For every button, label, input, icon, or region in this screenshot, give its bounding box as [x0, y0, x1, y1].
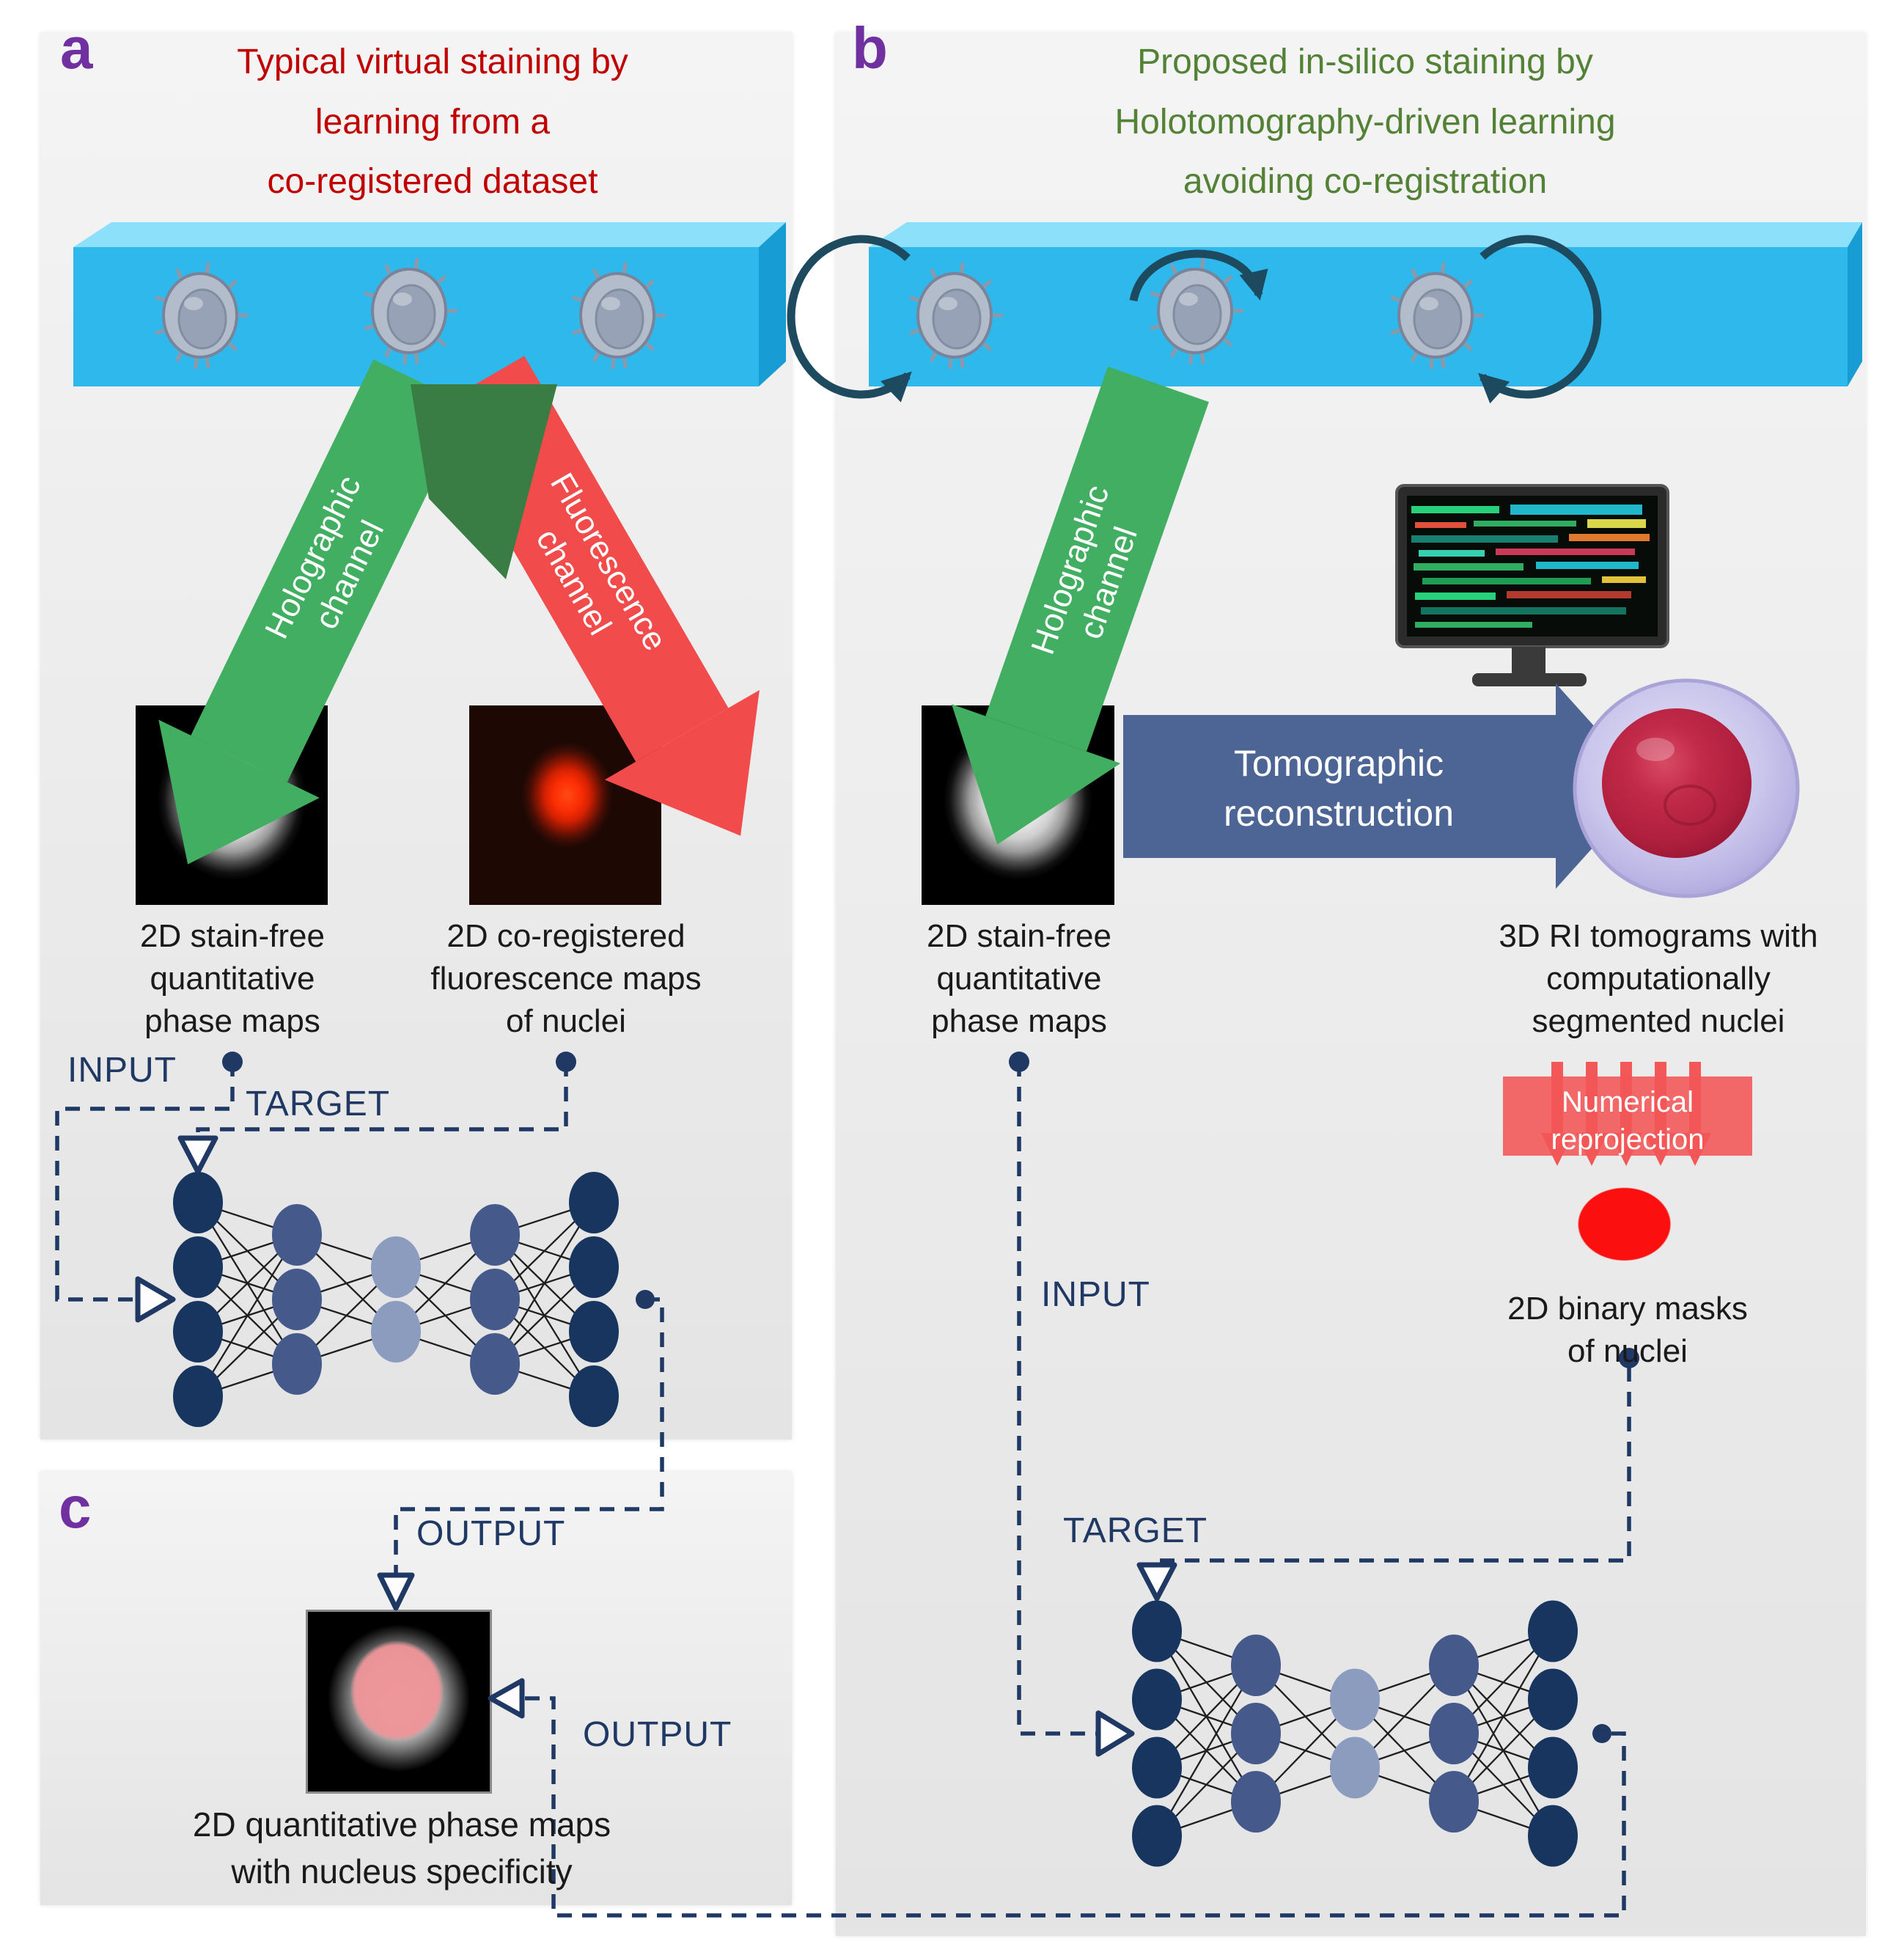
- phase-map-image-b: [922, 705, 1114, 905]
- panel-a-letter: a: [60, 15, 93, 81]
- panel-a-title: Typical virtual staining by learning fro…: [237, 43, 628, 202]
- phase-map-image-a: [136, 705, 328, 905]
- panel-b-letter: b: [852, 15, 888, 81]
- fluorescence-image-a: [469, 705, 661, 905]
- input-label-b: INPUT: [1041, 1275, 1150, 1314]
- binary-mask-image-b: [1547, 1166, 1708, 1285]
- target-label-a: TARGET: [246, 1085, 391, 1123]
- input-label-a: INPUT: [67, 1051, 177, 1090]
- target-label-b: TARGET: [1063, 1511, 1208, 1550]
- nucleus-overlay-image-c: [306, 1610, 492, 1794]
- panel-c-letter: c: [59, 1475, 92, 1540]
- output-label-side-c: OUTPUT: [583, 1715, 732, 1754]
- panel-b-title: Proposed in-silico staining by Holotomog…: [1114, 43, 1616, 202]
- output-label-top-c: OUTPUT: [416, 1514, 566, 1553]
